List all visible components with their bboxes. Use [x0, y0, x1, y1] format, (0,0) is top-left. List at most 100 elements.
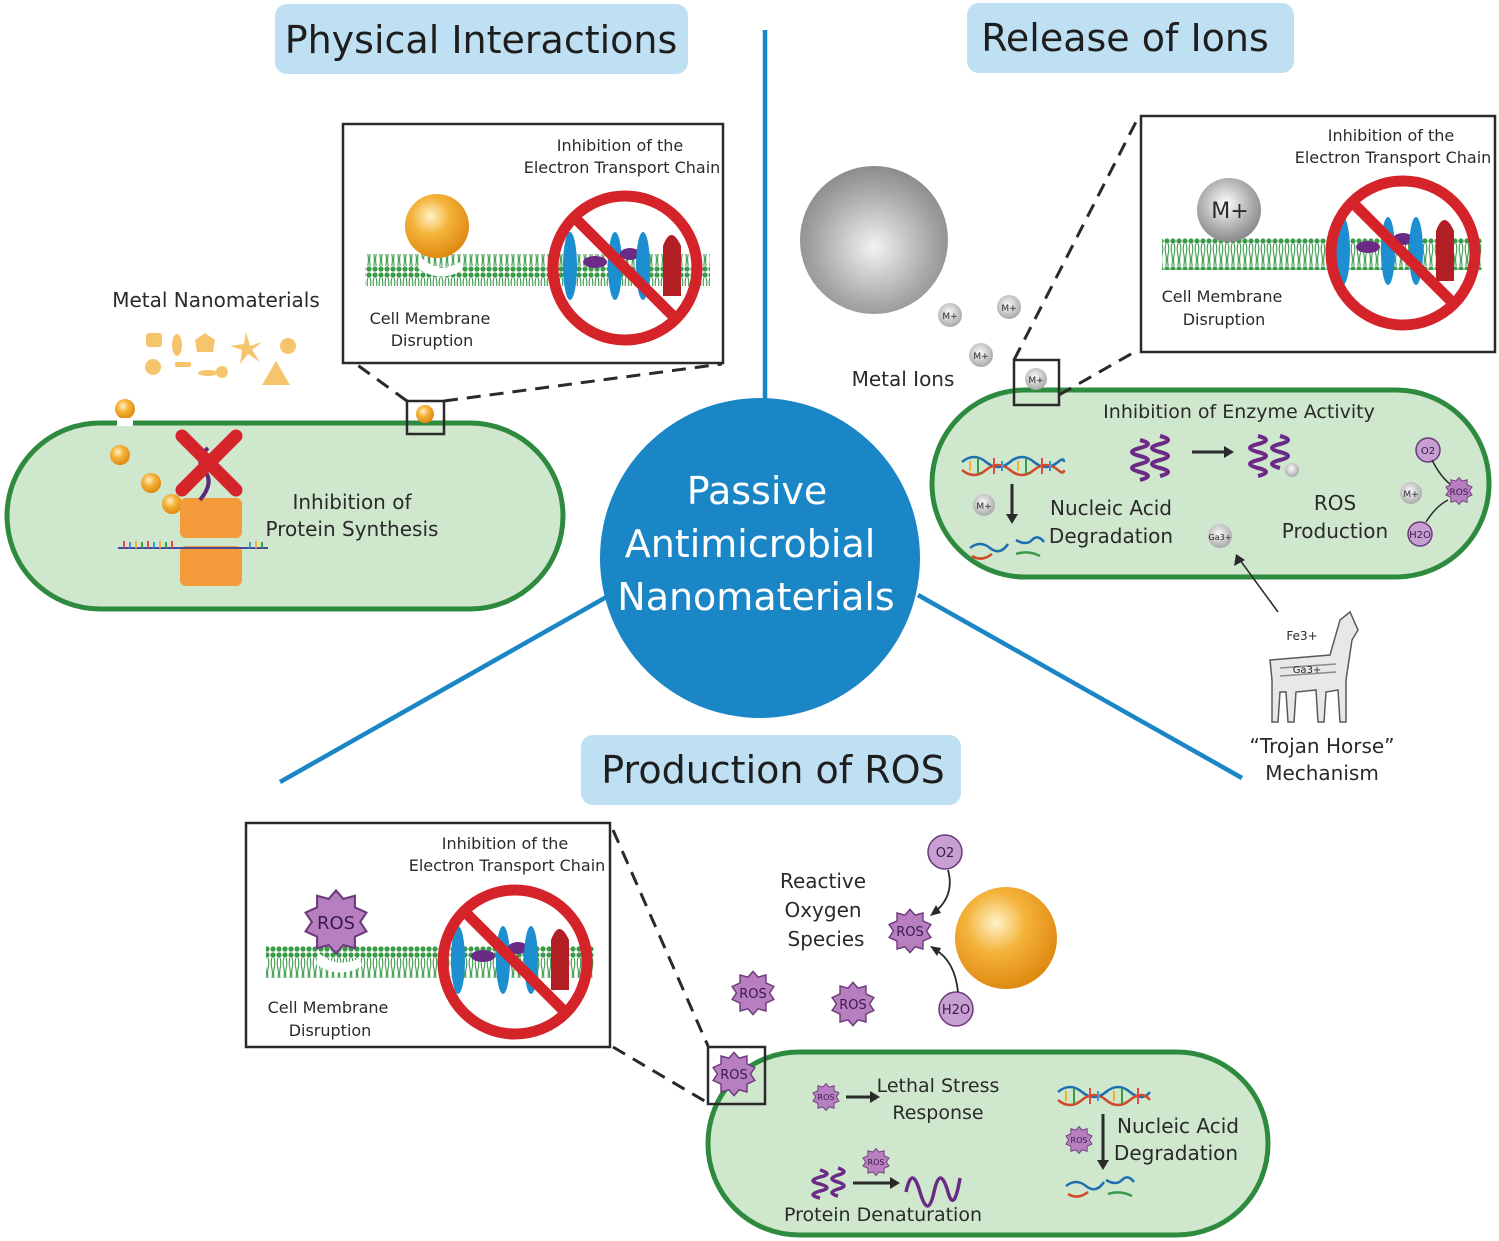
lethal-label-2: Response — [892, 1102, 983, 1124]
nanoparticle — [115, 399, 135, 419]
svg-text:Ga3+: Ga3+ — [1209, 533, 1232, 542]
physical-title-box — [275, 4, 688, 74]
enzyme-coil-inhibited-icon — [1248, 434, 1299, 478]
ros-nanoparticle — [955, 887, 1057, 989]
physical-dashed-left — [355, 362, 408, 403]
ros-star-label: ROS — [1071, 1136, 1088, 1145]
dna-icon — [1057, 1085, 1151, 1107]
metal-nanomaterials-label: Metal Nanomaterials — [112, 288, 320, 312]
physical-dashed-right — [443, 362, 723, 403]
metal-ion-large — [1197, 178, 1261, 242]
svg-text:M+: M+ — [942, 312, 957, 322]
ros-title-box — [581, 735, 961, 805]
svg-text:M+: M+ — [1028, 376, 1043, 386]
ions-dashed-right — [1058, 348, 1139, 397]
ros-dashed-top — [611, 829, 710, 1047]
metal-nanoparticle-large — [800, 166, 948, 314]
ions-title-box — [967, 3, 1294, 73]
nanoparticle — [141, 473, 161, 493]
trojan-label-1: “Trojan Horse” — [1249, 734, 1394, 758]
ions-cell — [929, 387, 1492, 580]
ros-membrane-label-1: Cell Membrane — [268, 998, 389, 1017]
metal-ion-small: M+ — [997, 295, 1021, 319]
physical-zoom-box — [405, 399, 446, 436]
protein-synthesis-line2: Protein Synthesis — [266, 517, 439, 541]
ions-inset-title-1: Inhibition of the — [1328, 126, 1455, 145]
physical-inset — [341, 122, 725, 365]
enzyme-activity-label: Inhibition of Enzyme Activity — [1103, 401, 1375, 423]
protein-coil-icon — [811, 1166, 846, 1200]
physical-title: Physical Interactions — [285, 18, 678, 62]
protein-denaturation-label: Protein Denaturation — [784, 1204, 982, 1226]
ros-inset — [244, 821, 612, 1049]
reactive-label-3: Species — [788, 927, 865, 951]
ros-star-label: ROS — [839, 998, 867, 1013]
protein-synthesis-line1: Inhibition of — [292, 490, 412, 514]
svg-text:M+: M+ — [1403, 490, 1418, 500]
svg-text:M+: M+ — [1001, 304, 1016, 314]
ros-star-label: ROS — [739, 987, 767, 1002]
physical-cell — [4, 420, 566, 612]
metal-ion-small: M+ — [938, 303, 962, 327]
ros-star-label: ROS — [818, 1093, 835, 1102]
ions-nucleic-label-2: Degradation — [1049, 524, 1173, 548]
svg-text:M+: M+ — [973, 352, 988, 362]
ros-star-label: ROS — [720, 1068, 748, 1083]
trojan-horse-icon — [1269, 610, 1359, 723]
metal-ion-small: M+ — [1025, 368, 1047, 390]
trojan-label-2: Mechanism — [1265, 761, 1379, 785]
physical-inset-title-2: Electron Transport Chain — [524, 158, 721, 177]
lethal-label-1: Lethal Stress — [877, 1075, 1000, 1097]
horse-gallium-label: Ga3+ — [1293, 665, 1322, 676]
ros-nucleic-label-1: Nucleic Acid — [1117, 1114, 1239, 1138]
metal-ion-large-label: M+ — [1211, 199, 1248, 224]
metal-ion-small: M+ — [973, 494, 995, 516]
ros-star-label: ROS — [896, 925, 924, 940]
svg-text:O2: O2 — [936, 846, 955, 861]
metal-ion-small: M+ — [969, 343, 993, 367]
ros-membrane — [266, 946, 594, 978]
svg-text:O2: O2 — [1421, 446, 1435, 457]
physical-membrane-label-2: Disruption — [391, 331, 474, 350]
ros-inset-title-2: Electron Transport Chain — [409, 856, 606, 875]
ions-inset-title-2: Electron Transport Chain — [1295, 148, 1492, 167]
metal-ion-small: M+ — [1400, 482, 1422, 504]
spoke-bottom-left — [278, 593, 612, 784]
ions-zoom-box — [1012, 358, 1061, 407]
ions-membrane-label-1: Cell Membrane — [1162, 287, 1283, 306]
ros-zoom-box — [706, 1045, 767, 1106]
physical-membrane — [365, 254, 710, 286]
center-title-line1: Passive — [687, 469, 828, 513]
ros-inset-title-1: Inhibition of the — [442, 834, 569, 853]
dna-fragment-icon — [969, 536, 1045, 560]
svg-text:H2O: H2O — [942, 1003, 970, 1018]
reactive-label-1: Reactive — [780, 869, 866, 893]
ros-membrane-label-2: Disruption — [289, 1021, 372, 1040]
ros-star-label: ROS — [1449, 488, 1468, 498]
ros-inset-star-label: ROS — [317, 913, 355, 934]
svg-text:H2O: H2O — [1409, 530, 1431, 541]
oxygen-molecule: O2 — [1415, 437, 1441, 463]
ros-production-label-1: ROS — [1314, 491, 1356, 515]
metal-ions-label: Metal Ions — [852, 367, 955, 391]
inhibition-x-icon — [175, 429, 243, 497]
ions-title: Release of Ions — [981, 16, 1269, 60]
ribosome-bottom — [180, 546, 242, 586]
ions-nucleic-label-1: Nucleic Acid — [1050, 496, 1172, 520]
ribosome-top — [180, 498, 242, 538]
enzyme-coil-icon — [1130, 434, 1170, 482]
dna-icon — [961, 455, 1066, 477]
physical-nanoparticle — [405, 194, 469, 258]
center-title-line2: Antimicrobial — [625, 522, 876, 566]
center-title-line3: Nanomaterials — [617, 575, 894, 619]
ros-production-label-2: Production — [1282, 519, 1388, 543]
water-molecule: H2O — [1407, 521, 1433, 547]
dna-fragment-icon — [1065, 1176, 1135, 1198]
reactive-label-2: Oxygen — [784, 898, 861, 922]
ions-membrane — [1162, 238, 1482, 270]
ros-title: Production of ROS — [601, 748, 944, 792]
physical-inset-title-1: Inhibition of the — [557, 136, 684, 155]
ions-membrane-label-2: Disruption — [1183, 310, 1266, 329]
nanomaterial-shapes — [145, 332, 296, 385]
